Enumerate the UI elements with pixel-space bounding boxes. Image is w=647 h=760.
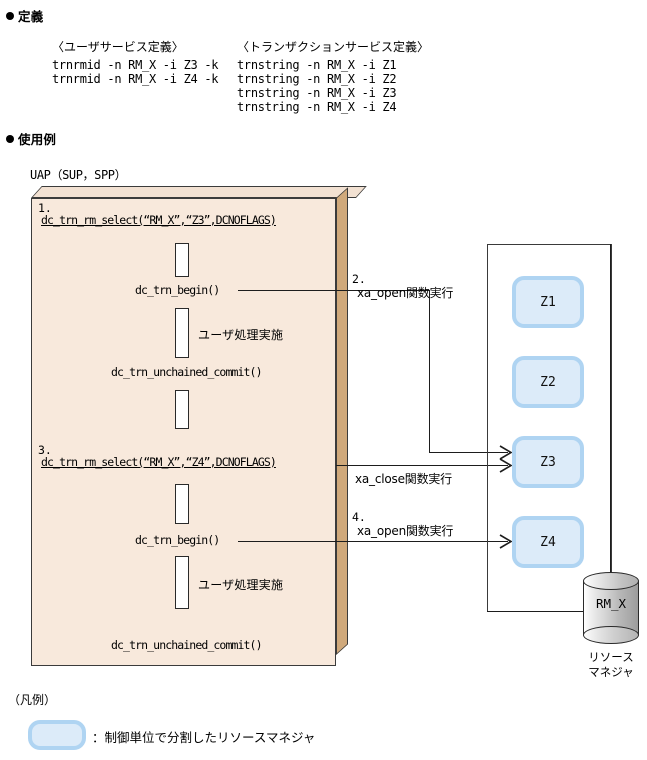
rm-container-to-db-horizontal-line	[487, 611, 585, 613]
connector-4-label: xa_open関数実行	[357, 524, 454, 538]
transaction-service-definition-line-4: trnstring -n RM_X -i Z4	[237, 100, 397, 114]
connector-2-label: xa_open関数実行	[357, 286, 454, 300]
step-3-code: dc_trn_rm_select(“RM_X”,“Z4”,DCNOFLAGS)	[41, 455, 277, 469]
step-3-number: 3.	[38, 443, 52, 457]
resource-unit-z1[interactable]: Z1	[512, 276, 584, 328]
connector-2-segment-horizontal-b	[429, 452, 508, 454]
connector-4-arrowhead-icon	[498, 533, 514, 550]
resource-manager-caption: リソース マネジャ	[566, 650, 647, 680]
usage-section-heading: 使用例	[6, 129, 56, 148]
legend-swatch	[28, 720, 86, 750]
connector-2-segment-horizontal-a	[238, 290, 430, 292]
transaction-service-definition-line-2: trnstring -n RM_X -i Z2	[237, 72, 397, 86]
dc-trn-unchained-commit-2-label: dc_trn_unchained_commit()	[111, 638, 262, 652]
connector-4-number: 4.	[352, 510, 366, 524]
user-process-label-1: ユーザ処理実施	[198, 328, 284, 342]
resource-unit-z4[interactable]: Z4	[512, 516, 584, 568]
connector-2-segment-vertical	[429, 290, 431, 453]
user-service-definition-line-1: trnrmid -n RM_X -i Z3 -k	[52, 58, 219, 72]
connector-2-number: 2.	[352, 272, 366, 286]
bullet-icon	[6, 12, 14, 20]
resource-unit-z2-label: Z2	[540, 374, 556, 390]
dc-trn-begin-1-label: dc_trn_begin()	[135, 283, 220, 297]
process-bar	[175, 390, 189, 429]
dc-trn-unchained-commit-1-label: dc_trn_unchained_commit()	[111, 365, 262, 379]
user-service-definition-line-2: trnrmid -n RM_X -i Z4 -k	[52, 72, 219, 86]
process-bar	[175, 308, 189, 358]
database-label: RM_X	[595, 596, 627, 611]
dc-trn-begin-2-label: dc_trn_begin()	[135, 533, 220, 547]
process-bar	[175, 243, 189, 277]
connector-4-segment-horizontal	[238, 541, 508, 543]
user-process-label-2: ユーザ処理実施	[198, 578, 284, 592]
connector-close-segment-horizontal	[336, 465, 508, 467]
resource-unit-z1-label: Z1	[540, 294, 556, 310]
resource-manager-caption-line-2: マネジャ	[588, 665, 634, 679]
resource-unit-z4-label: Z4	[540, 534, 556, 550]
bullet-icon	[6, 135, 14, 143]
transaction-service-definition-title: 〈トランザクションサービス定義〉	[237, 40, 430, 54]
step-1-number: 1.	[38, 201, 52, 215]
uap-box-side-face	[336, 187, 348, 656]
process-bar	[175, 556, 189, 609]
definition-section-heading: 定義	[6, 6, 43, 25]
uap-box-top-face	[31, 186, 367, 198]
connector-close-arrowhead-icon	[498, 457, 514, 474]
resource-unit-z3[interactable]: Z3	[512, 436, 584, 488]
rm-container-to-db-vertical-line	[610, 244, 612, 581]
resource-unit-z3-label: Z3	[540, 454, 556, 470]
legend-description: ：制御単位で分割したリソースマネジャ	[92, 730, 316, 745]
legend-heading: （凡例）	[8, 693, 57, 707]
resource-unit-z2[interactable]: Z2	[512, 356, 584, 408]
database-cylinder: RM_X	[583, 572, 639, 646]
user-service-definition-title: 〈ユーザサービス定義〉	[52, 40, 184, 54]
resource-manager-caption-line-1: リソース	[588, 650, 634, 664]
connector-2-arrowhead-icon	[498, 444, 514, 461]
transaction-service-definition-line-3: trnstring -n RM_X -i Z3	[237, 86, 397, 100]
step-1-code: dc_trn_rm_select(“RM_X”,“Z3”,DCNOFLAGS)	[41, 213, 277, 227]
process-bar	[175, 484, 189, 524]
transaction-service-definition-line-1: trnstring -n RM_X -i Z1	[237, 58, 397, 72]
transaction-service-definition-block: 〈トランザクションサービス定義〉 trnstring -n RM_X -i Z1…	[237, 38, 429, 114]
connector-close-label: xa_close関数実行	[355, 472, 452, 486]
user-service-definition-block: 〈ユーザサービス定義〉 trnrmid -n RM_X -i Z3 -k trn…	[52, 38, 219, 86]
uap-caption: UAP（SUP，SPP）	[30, 168, 127, 182]
database-cylinder-bottom	[583, 626, 639, 644]
database-cylinder-top	[583, 572, 639, 590]
